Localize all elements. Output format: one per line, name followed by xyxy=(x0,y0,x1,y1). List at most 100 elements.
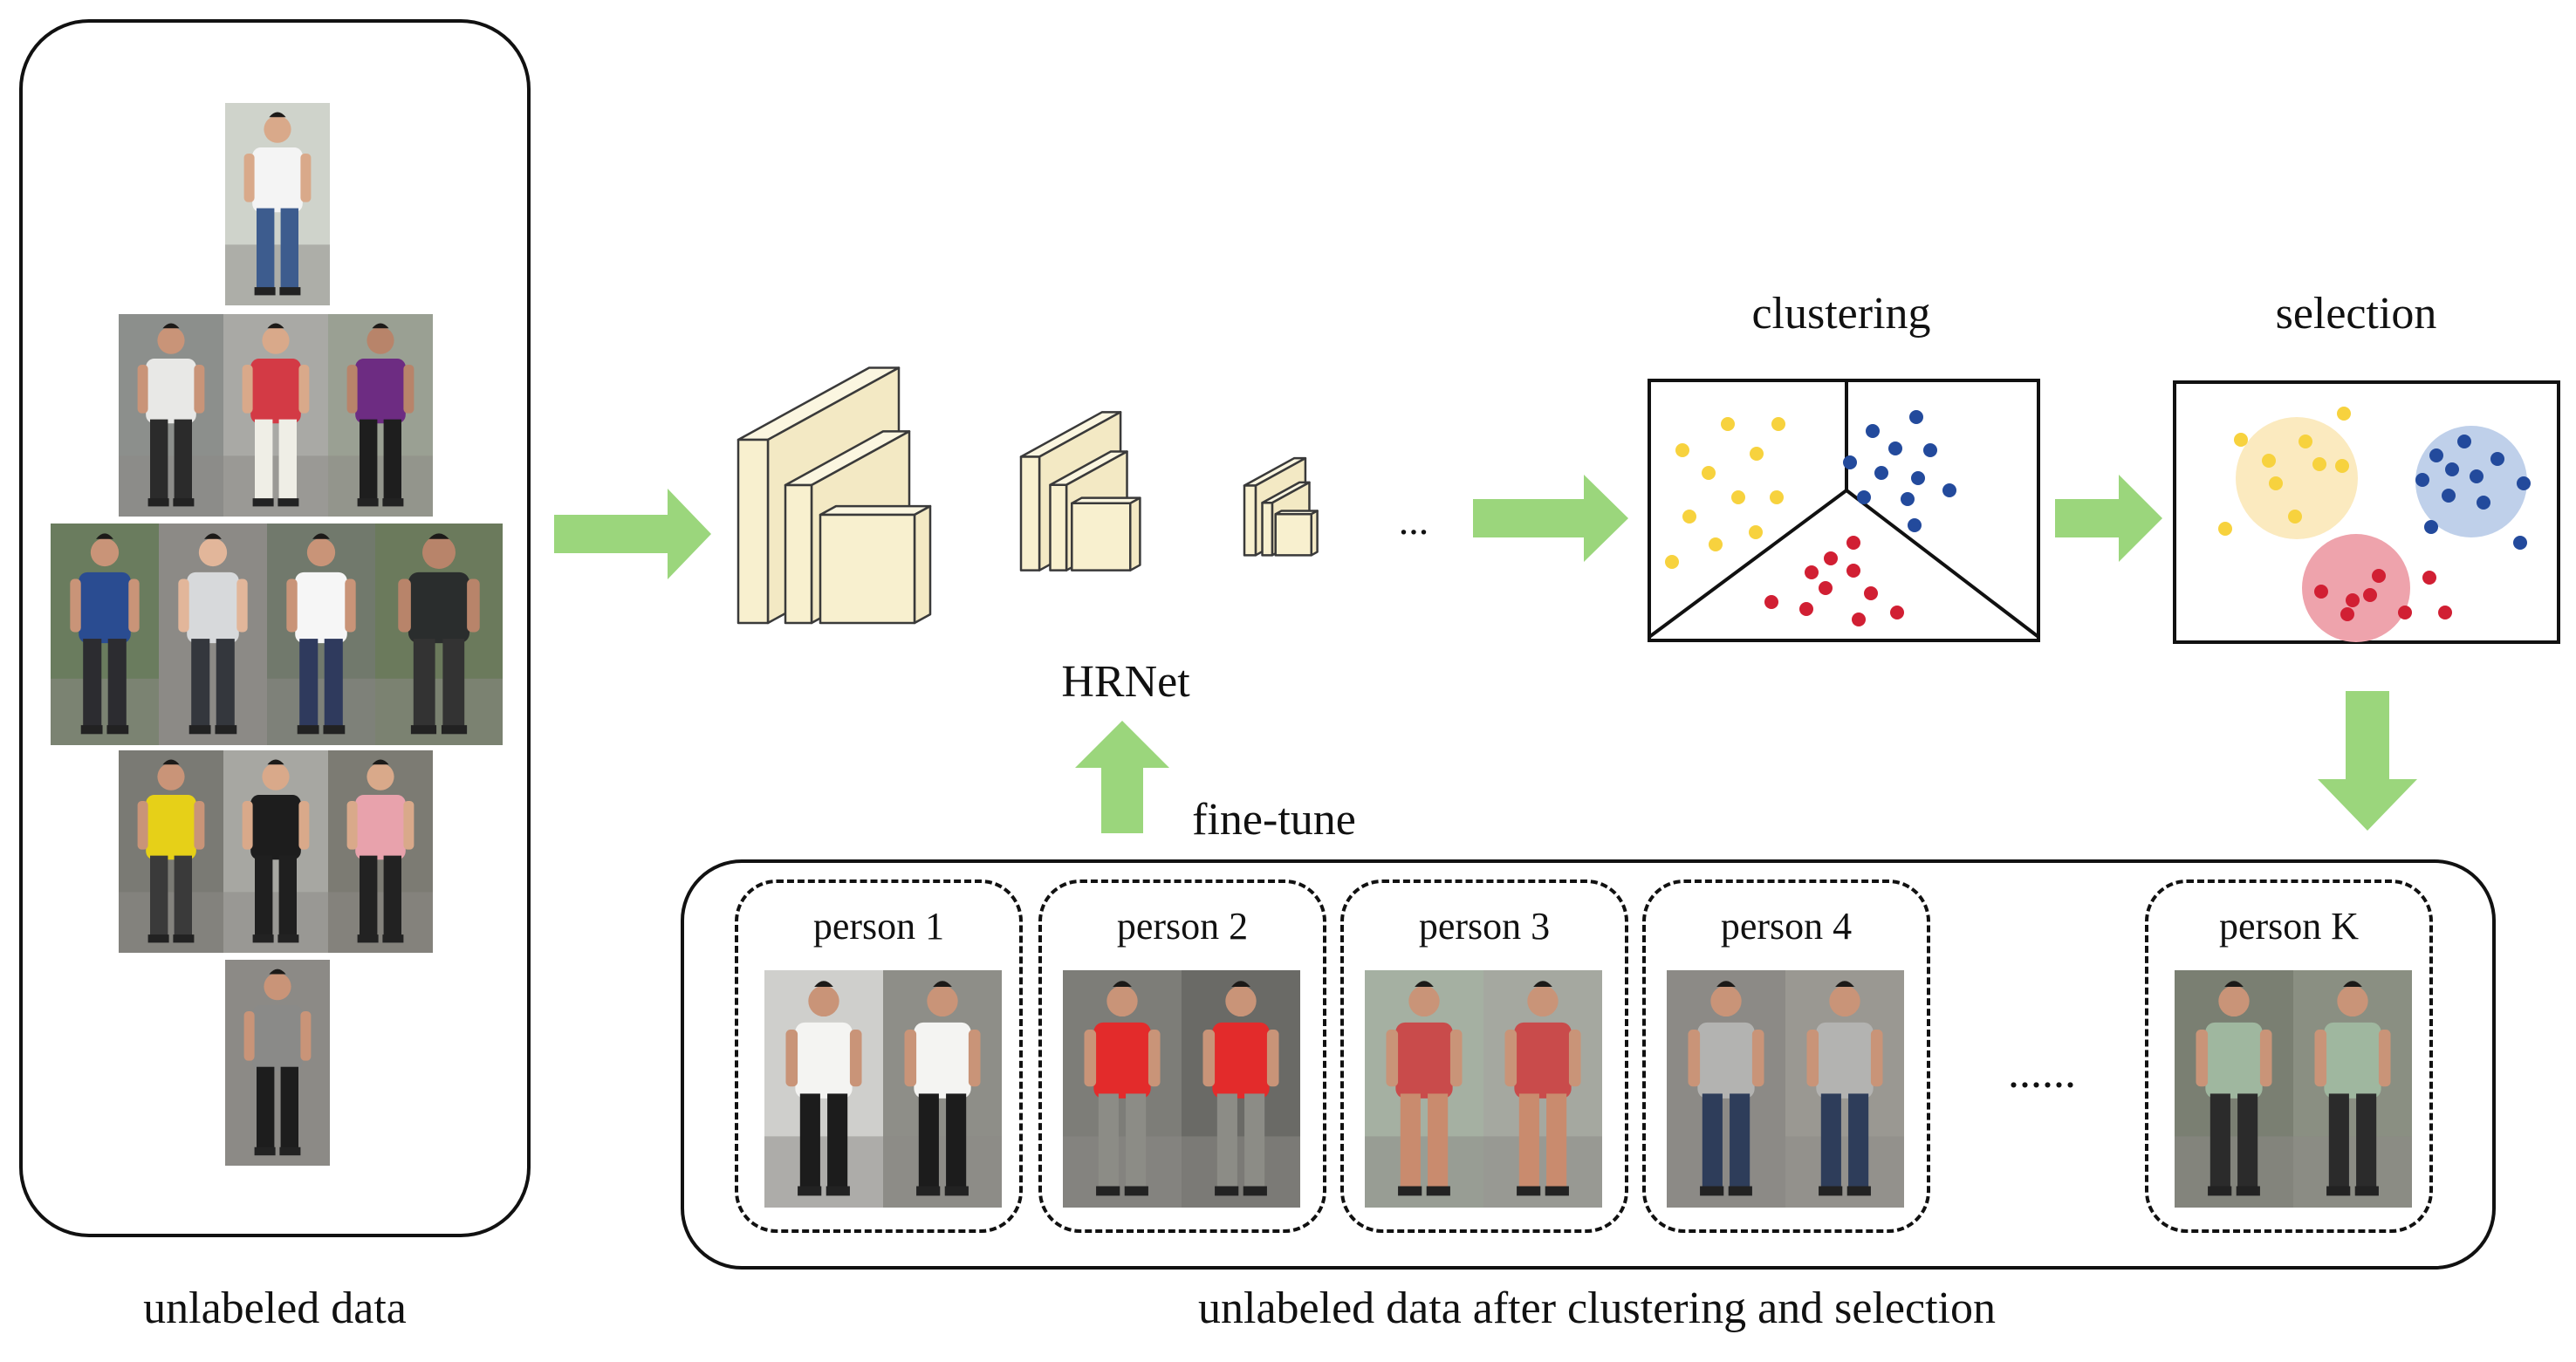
scatter-dot xyxy=(2234,433,2248,447)
pedestrian-photo xyxy=(2293,970,2412,1208)
clustering-frame xyxy=(1648,379,2040,642)
scatter-dot xyxy=(2442,489,2456,503)
person-label: person K xyxy=(2218,905,2360,948)
pedestrian-photo xyxy=(328,314,433,517)
scatter-dot xyxy=(1857,490,1871,504)
person-label: person 3 xyxy=(1418,905,1551,948)
scatter-dot xyxy=(1866,424,1880,438)
arrow-down-to-persons xyxy=(2318,691,2417,831)
scatter-dot xyxy=(2218,522,2232,536)
more-persons-ellipsis: ...... xyxy=(2008,1048,2076,1098)
scatter-dot xyxy=(2415,473,2429,487)
arrow-to-network xyxy=(554,489,711,579)
pedestrian-photo xyxy=(2175,970,2293,1208)
person-card-1: person 1 xyxy=(735,879,1023,1233)
scatter-dot xyxy=(1819,581,1833,595)
scatter-dot xyxy=(1731,490,1745,504)
cube-layer xyxy=(819,504,932,625)
person-card-4: person 4 xyxy=(1642,879,1930,1233)
scatter-dot xyxy=(1874,466,1888,480)
unlabeled-data-box xyxy=(19,19,531,1237)
scatter-dot xyxy=(1749,525,1763,539)
scatter-dot xyxy=(1908,518,1922,532)
scatter-dot xyxy=(2340,607,2354,621)
selected-cluster-halo xyxy=(2236,417,2358,539)
scatter-dot xyxy=(2477,496,2490,510)
pedestrian-photo xyxy=(1182,970,1300,1208)
scatter-dot xyxy=(2372,569,2386,583)
pedestrian-photo xyxy=(1667,970,1785,1208)
clustering-label: clustering xyxy=(1751,289,1931,339)
scatter-dot xyxy=(2470,469,2484,483)
selection-label: selection xyxy=(2275,289,2437,339)
scatter-dot xyxy=(1843,455,1857,469)
pedestrian-photo xyxy=(119,750,223,953)
arrow-to-selection xyxy=(2055,475,2162,562)
scatter-dot xyxy=(1805,565,1819,579)
scatter-dot xyxy=(1702,466,1716,480)
scatter-dot xyxy=(1942,483,1956,497)
selection-panel xyxy=(2173,380,2560,644)
scatter-dot xyxy=(2335,459,2349,473)
pedestrian-photo xyxy=(267,524,375,745)
scatter-dot xyxy=(2288,510,2302,524)
pedestrian-photo xyxy=(328,750,433,953)
cube-layer xyxy=(1071,496,1141,571)
scatter-dot xyxy=(1799,602,1813,616)
scatter-dot xyxy=(1764,595,1778,609)
scatter-dot xyxy=(1852,613,1866,626)
scatter-dot xyxy=(2490,452,2504,466)
person-label: person 2 xyxy=(1116,905,1249,948)
scatter-dot xyxy=(1923,443,1937,457)
scatter-dot xyxy=(2346,593,2360,607)
bottom-caption: unlabeled data after clustering and sele… xyxy=(1198,1283,1996,1333)
scatter-dot xyxy=(2424,520,2438,534)
scatter-dot xyxy=(2398,606,2412,619)
scatter-dot xyxy=(1675,443,1689,457)
scatter-dot xyxy=(1846,564,1860,578)
scatter-dot xyxy=(1750,447,1764,461)
pedestrian-photo xyxy=(225,103,330,305)
pedestrian-photo xyxy=(1365,970,1483,1208)
scatter-dot xyxy=(1709,537,1723,551)
pedestrian-photo xyxy=(883,970,1002,1208)
pedestrian-photo xyxy=(1063,970,1182,1208)
scatter-dot xyxy=(1771,417,1785,431)
selected-cluster-halo xyxy=(2302,534,2410,642)
arrow-to-clustering xyxy=(1473,475,1628,562)
scatter-dot xyxy=(2438,606,2452,619)
unlabeled-data-label: unlabeled data xyxy=(143,1283,407,1333)
scatter-dot xyxy=(2517,476,2531,490)
pedestrian-photo xyxy=(119,314,223,517)
scatter-dot xyxy=(1665,555,1679,569)
person-label: person 4 xyxy=(1720,905,1853,948)
scatter-dot xyxy=(2299,435,2312,448)
scatter-dot xyxy=(1909,410,1923,424)
pedestrian-photo xyxy=(51,524,159,745)
clustering-panel xyxy=(1648,379,2040,642)
pedestrian-photo xyxy=(223,314,328,517)
pedestrian-photo xyxy=(223,750,328,953)
person-card-k: person K xyxy=(2145,879,2433,1233)
scatter-dot xyxy=(1824,551,1838,565)
person-label: person 1 xyxy=(812,905,945,948)
scatter-dot xyxy=(1864,586,1878,600)
arrow-up-finetune xyxy=(1075,721,1169,833)
pedestrian-photo xyxy=(159,524,267,745)
scatter-dot xyxy=(1770,490,1784,504)
scatter-dot xyxy=(2262,454,2276,468)
scatter-dot xyxy=(1682,510,1696,524)
pedestrian-photo xyxy=(225,960,330,1166)
hrnet-cubes xyxy=(736,366,1319,625)
scatter-dot xyxy=(2457,435,2471,448)
scatter-dot xyxy=(2363,588,2377,602)
finetune-label: fine-tune xyxy=(1192,795,1356,845)
network-ellipsis: ... xyxy=(1398,498,1429,543)
scatter-dot xyxy=(2429,448,2443,462)
scatter-dot xyxy=(2445,462,2459,476)
scatter-dot xyxy=(2269,476,2283,490)
pedestrian-photo xyxy=(1785,970,1904,1208)
person-card-3: person 3 xyxy=(1340,879,1628,1233)
scatter-dot xyxy=(2312,457,2326,471)
